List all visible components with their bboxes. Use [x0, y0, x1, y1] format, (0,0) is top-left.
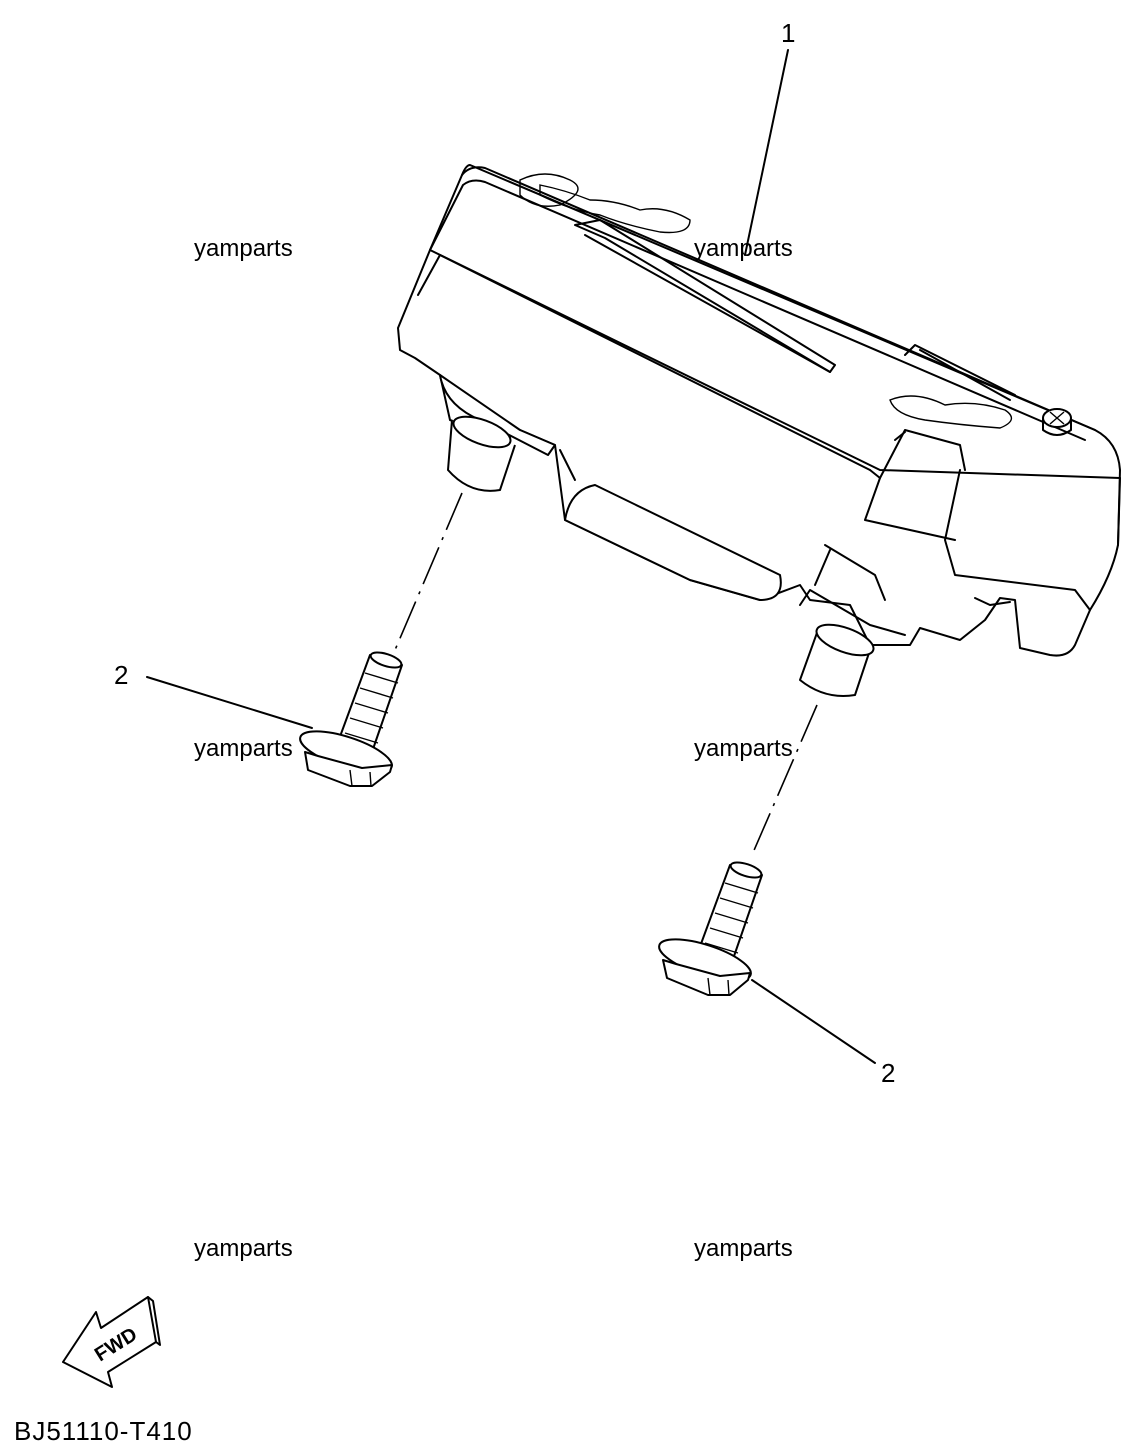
leader-line-part-1: [744, 49, 789, 256]
assembly-line-left: [394, 492, 463, 651]
callout-2-left: 2: [114, 660, 128, 690]
adjust-knob: [1042, 408, 1072, 436]
leader-line-bolt-right: [751, 979, 876, 1064]
callout-2-right: 2: [881, 1058, 895, 1088]
watermark: yamparts: [194, 735, 293, 762]
flange-bolt-left: [299, 651, 403, 787]
drawing-code: BJ51110-T410: [14, 1416, 193, 1446]
leader-line-bolt-left: [146, 676, 313, 729]
forward-arrow-icon: FWD: [62, 1296, 161, 1388]
left-mounting-stud: [447, 415, 516, 492]
watermark: yamparts: [194, 1235, 293, 1262]
flange-bolt-right: [658, 861, 763, 996]
assembly-line-right: [751, 704, 818, 856]
watermark: yamparts: [694, 1235, 793, 1262]
meter-assembly: [397, 164, 1121, 697]
watermark: yamparts: [694, 735, 793, 762]
watermark: yamparts: [694, 235, 793, 262]
watermark: yamparts: [194, 235, 293, 262]
right-mounting-stud: [799, 623, 875, 697]
callout-1: 1: [781, 18, 795, 48]
